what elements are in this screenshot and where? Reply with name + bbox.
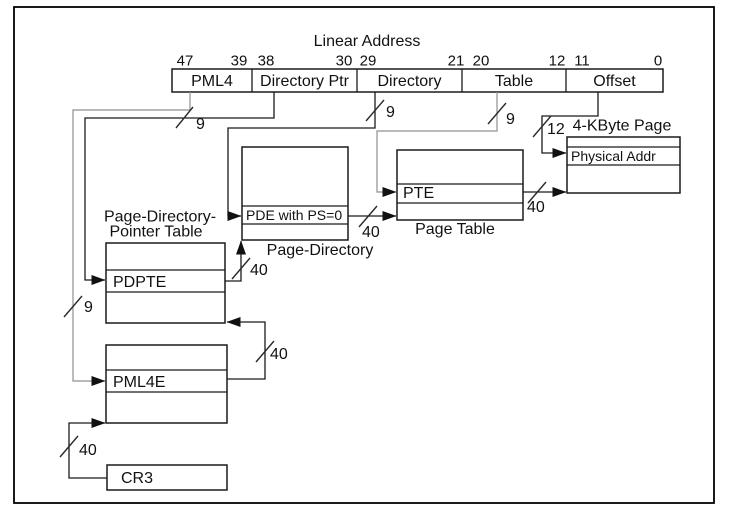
bit-label-21: 21 [448,53,465,70]
slash-offset [532,115,552,138]
width-9-pml4: 9 [84,299,93,316]
bit-label-29: 29 [360,53,377,70]
arrow-pdpte-to-page-directory [225,240,246,282]
pde-entry: PDE with PS=0 [246,207,342,223]
page-directory-box [241,146,349,241]
bit-label-39: 39 [231,53,248,70]
width-40-pml4e: 40 [270,346,288,363]
pdpt-caption-line2: Pointer Table [109,224,202,241]
bit-label-30: 30 [336,53,353,70]
slash-table [487,102,507,125]
bit-label-47: 47 [177,53,194,70]
pml4-table-box [105,344,228,424]
field-pml4: PML4 [191,73,233,90]
slash-pml4 [63,295,83,318]
field-directory: Directory [377,73,441,90]
width-40-cr3: 40 [79,442,97,459]
pdpt-box [105,242,226,324]
bit-label-38: 38 [258,53,275,70]
arrow-table-to-pte [376,92,498,197]
slash-pdpte-out [231,257,251,280]
field-directory-ptr: Directory Ptr [260,73,350,90]
slash-pte-out [527,181,547,204]
page-directory-caption: Page-Directory [267,242,374,259]
slash-dirptr [175,106,194,129]
slash-directory [365,99,385,122]
page-table-box [396,149,524,221]
pte-entry: PTE [403,185,434,202]
page-table-caption: Page Table [415,221,495,238]
arrow-pml4e-to-pdpt [226,317,266,380]
width-9-dirptr: 9 [196,116,205,133]
linear-address-title: Linear Address [314,33,421,50]
width-9-table: 9 [506,111,515,128]
figure-border [13,6,715,504]
arrow-directory-to-pde [227,92,376,221]
arrow-offset-to-physical-addr [541,92,599,158]
arrow-cr3-to-pml4-table [68,418,107,479]
cr3-label: CR3 [121,470,153,487]
bit-label-20: 20 [473,53,490,70]
width-40-pdpte: 40 [250,262,268,279]
physical-addr-entry: Physical Addr [571,148,656,164]
slash-pml4e-out [255,340,275,363]
width-12-offset: 12 [547,121,565,138]
pml4e-entry: PML4E [113,374,165,391]
linear-address-box [171,68,664,93]
bit-label-0: 0 [654,53,662,70]
slash-cr3 [59,435,79,458]
bit-label-11: 11 [574,53,590,70]
pdpte-entry: PDPTE [113,274,166,291]
bit-label-12: 12 [549,53,566,70]
width-40-pte: 40 [527,199,545,216]
field-table: Table [495,73,533,90]
arrow-pml4-to-pml4e [72,92,191,386]
width-9-directory: 9 [386,104,395,121]
pdpt-caption-line1: Page-Directory- [104,209,216,226]
field-offset: Offset [593,73,636,90]
slash-pde-out [358,205,378,228]
width-40-pde: 40 [362,224,380,241]
page-caption: 4-KByte Page [573,118,672,135]
arrow-dirptr-to-pdpte [84,92,275,285]
